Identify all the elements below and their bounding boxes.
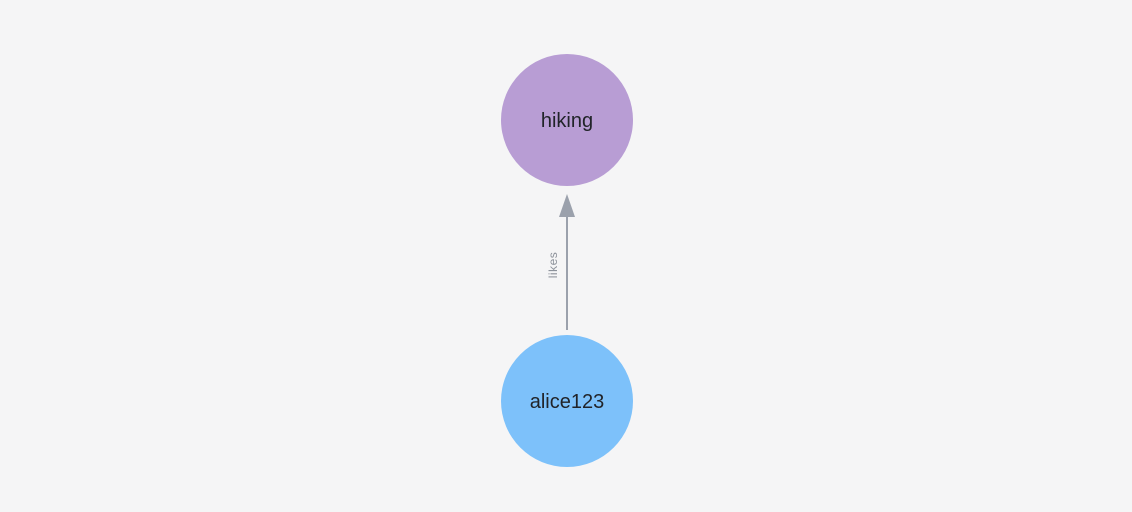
node-alice123[interactable]: alice123 <box>501 335 633 467</box>
node-alice123-circle[interactable] <box>501 335 633 467</box>
edge-alice123-likes-hiking[interactable]: likes <box>546 194 575 330</box>
node-alice123-label: alice123 <box>530 391 605 413</box>
node-hiking[interactable]: hiking <box>501 54 633 186</box>
edge-label: likes <box>546 252 560 279</box>
edge-arrowhead-icon <box>559 194 575 217</box>
node-hiking-label: hiking <box>541 110 593 132</box>
node-hiking-circle[interactable] <box>501 54 633 186</box>
